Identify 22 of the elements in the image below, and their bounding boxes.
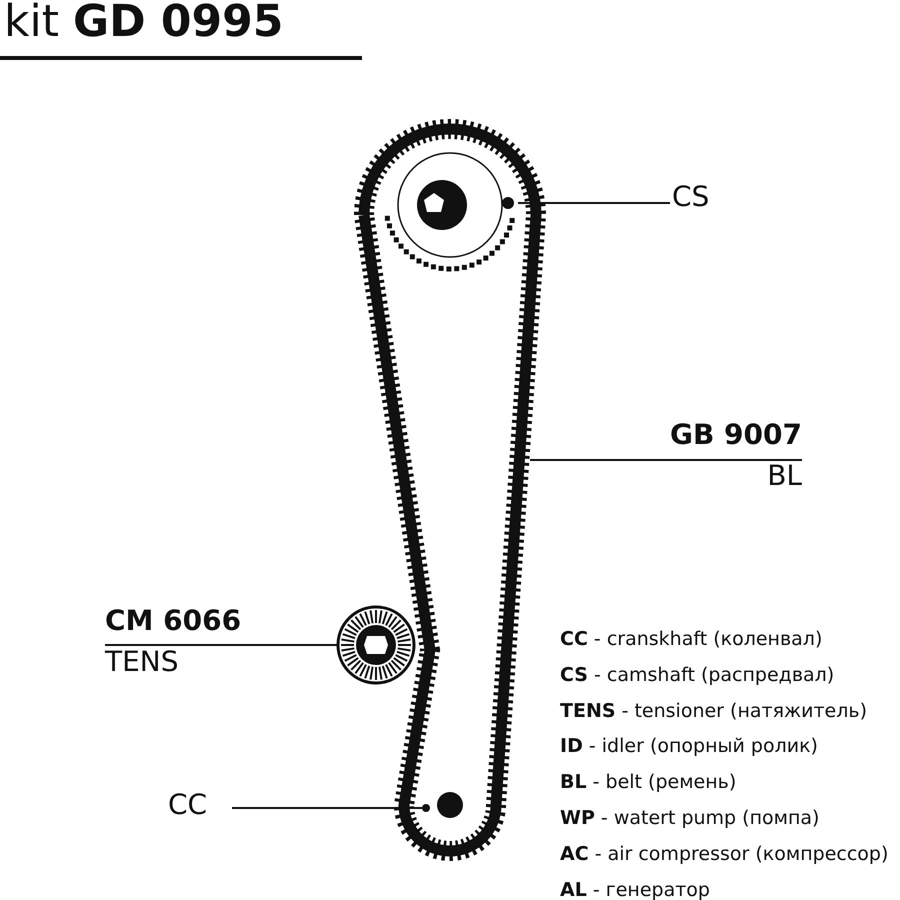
legend-entry: WP - watert pump (помпа): [560, 807, 820, 829]
leader-line: [530, 459, 802, 461]
legend-entry: AC - air compressor (компрессор): [560, 842, 888, 865]
camshaft-pulley-drawing: [384, 152, 515, 272]
leader-line: [105, 644, 338, 646]
legend-entry: AL - генератор: [560, 878, 710, 900]
leader-line: [518, 202, 670, 204]
part-label: BL: [766, 460, 802, 492]
title: kit GD 0995: [4, 0, 284, 47]
timing-belt-drawing: [354, 119, 546, 861]
crankshaft-pulley-drawing: [422, 792, 463, 818]
part-label: CC: [168, 790, 208, 821]
legend-entry: CC - cranskhaft (коленвал): [560, 628, 822, 650]
part-label: TENS: [105, 646, 180, 678]
tensioner-pulley-drawing: [336, 606, 416, 684]
part-label: GB 9007: [668, 420, 802, 451]
legend-entry: TENS - tensioner (натяжитель): [560, 700, 867, 722]
part-label: CM 6066: [105, 606, 242, 637]
legend-entry: ID - idler (опорный ролик): [560, 735, 818, 758]
part-label: CS: [672, 182, 710, 213]
legend-entry: CS - camshaft (распредвал): [560, 664, 834, 686]
legend-entry: BL - belt (ремень): [560, 771, 736, 794]
